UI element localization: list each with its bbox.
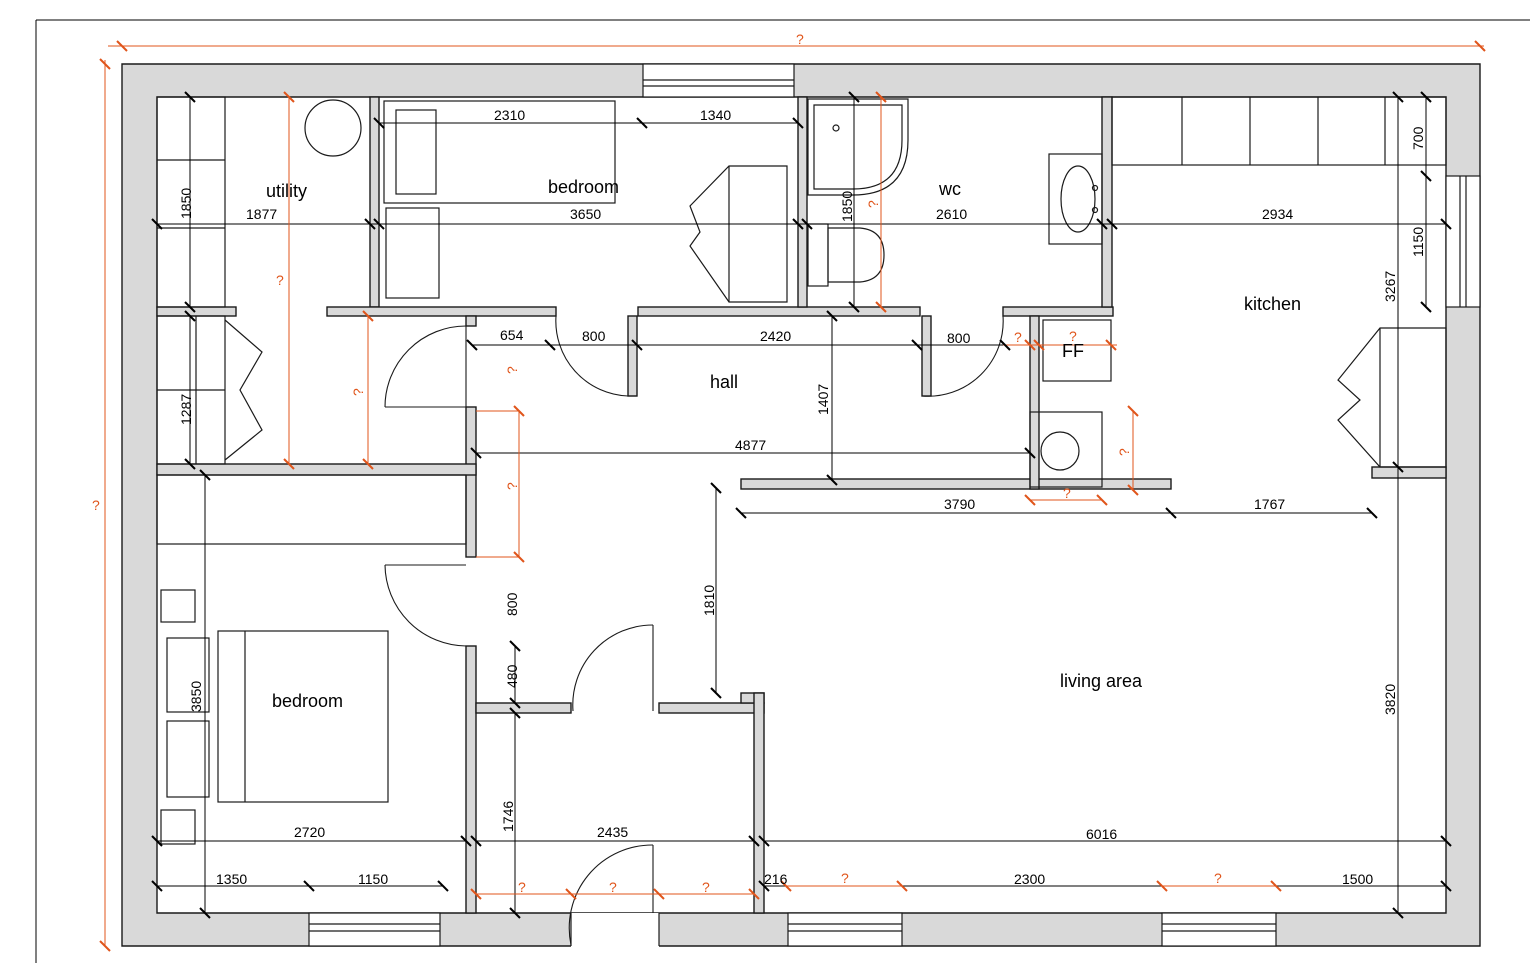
dim-utility-1850: 1850 bbox=[178, 188, 194, 219]
doors bbox=[384, 315, 1004, 946]
dim-utility-q: ? bbox=[276, 272, 284, 288]
dim-wc-q: ? bbox=[865, 200, 881, 208]
dim-bedroom-3650: 3650 bbox=[570, 206, 601, 222]
dim-ff-q: ? bbox=[1069, 328, 1077, 344]
dim-living-3790: 3790 bbox=[944, 496, 975, 512]
dim-bottom-q2: ? bbox=[1214, 870, 1222, 886]
dim-kitchen-700: 700 bbox=[1410, 126, 1426, 150]
dim-entry-q2: ? bbox=[609, 879, 617, 895]
room-label-wc: wc bbox=[938, 179, 961, 199]
dim-entry-q1: ? bbox=[518, 879, 526, 895]
fridge-freezer bbox=[1042, 319, 1112, 382]
dim-entry-q3: ? bbox=[702, 879, 710, 895]
room-label-bedroom-top: bedroom bbox=[548, 177, 619, 197]
wardrobe-bottom bbox=[156, 474, 467, 545]
label-ff: FF bbox=[1062, 341, 1084, 361]
kitchen-worktop bbox=[1111, 96, 1447, 166]
dim-cupboard-1287: 1287 bbox=[178, 394, 194, 425]
dim-kitchen-2934: 2934 bbox=[1262, 206, 1293, 222]
room-label-bedroom-bottom: bedroom bbox=[272, 691, 343, 711]
window-bottom-living-1 bbox=[787, 912, 903, 947]
dim-bedroom-1350: 1350 bbox=[216, 871, 247, 887]
dim-hall-4877: 4877 bbox=[735, 437, 766, 453]
dim-hall-800-right: 800 bbox=[947, 330, 971, 346]
dimension-labels: ? ? 1850 1877 ? 3650 2310 1340 2610 1850… bbox=[92, 31, 1426, 895]
dim-hall-800-left: 800 bbox=[582, 328, 606, 344]
room-labels: utility bedroom wc kitchen hall FF bedro… bbox=[266, 177, 1301, 711]
room-label-living-area: living area bbox=[1060, 671, 1143, 691]
dim-living-3820: 3820 bbox=[1382, 684, 1398, 715]
dim-washer-q-v: ? bbox=[1116, 448, 1132, 456]
washing-machine bbox=[1029, 411, 1103, 488]
dim-wc-1850: 1850 bbox=[839, 191, 855, 222]
dim-bottom-216: 216 bbox=[764, 871, 788, 887]
room-label-utility: utility bbox=[266, 181, 307, 201]
dim-entry-1746: 1746 bbox=[500, 801, 516, 832]
window-right bbox=[1445, 175, 1481, 308]
page-frame bbox=[35, 19, 1530, 963]
fixtures bbox=[156, 96, 1447, 845]
dim-hall-q-right: ? bbox=[1014, 329, 1022, 345]
dim-overall-height: ? bbox=[92, 497, 100, 513]
dim-bed-1340: 1340 bbox=[700, 107, 731, 123]
dim-entry-2435: 2435 bbox=[597, 824, 628, 840]
dim-kitchen-1150: 1150 bbox=[1410, 227, 1426, 257]
window-bottom-living-2 bbox=[1161, 912, 1277, 947]
dim-living-6016: 6016 bbox=[1086, 826, 1117, 842]
walls bbox=[121, 63, 1481, 947]
dim-bedroom-2720: 2720 bbox=[294, 824, 325, 840]
dim-hall-q-a: ? bbox=[504, 366, 520, 374]
dim-kitchen-3267: 3267 bbox=[1382, 271, 1398, 302]
dim-hall-480: 480 bbox=[504, 664, 520, 688]
dimension-ticks bbox=[99, 40, 1486, 952]
dim-hall-q-b: ? bbox=[504, 482, 520, 490]
unknown-dimension-lines bbox=[104, 45, 1484, 946]
kitchen-cupboard bbox=[1337, 327, 1447, 468]
bed-top bbox=[383, 100, 616, 204]
outer-wall bbox=[121, 63, 1481, 947]
toilet-cistern bbox=[807, 223, 829, 287]
dim-bottom-q1: ? bbox=[841, 870, 849, 886]
dim-living-1810: 1810 bbox=[701, 585, 717, 616]
dim-bottom-1500: 1500 bbox=[1342, 871, 1373, 887]
shower-tray bbox=[807, 98, 909, 196]
boiler bbox=[304, 99, 362, 157]
dim-living-1767: 1767 bbox=[1254, 496, 1285, 512]
dim-hall-654: 654 bbox=[500, 327, 524, 343]
dim-bottom-2300: 2300 bbox=[1014, 871, 1045, 887]
toilet-bowl bbox=[827, 227, 885, 283]
room-label-kitchen: kitchen bbox=[1244, 294, 1301, 314]
bed-bottom bbox=[217, 630, 389, 803]
window-bottom-bedroom bbox=[308, 912, 441, 947]
dim-bed-2310: 2310 bbox=[494, 107, 525, 123]
dim-washer-q-h: ? bbox=[1063, 485, 1071, 501]
basin-unit bbox=[1048, 153, 1103, 245]
dim-overall-width: ? bbox=[796, 31, 804, 47]
dim-hall-1407: 1407 bbox=[815, 384, 831, 415]
dim-utility-q-mid: ? bbox=[350, 388, 366, 396]
dim-bedroom-3850: 3850 bbox=[188, 681, 204, 712]
room-label-hall: hall bbox=[710, 372, 738, 392]
dim-wc-2610: 2610 bbox=[936, 206, 967, 222]
dim-hall-2420: 2420 bbox=[760, 328, 791, 344]
wardrobe-top bbox=[689, 165, 788, 303]
dim-utility-1877: 1877 bbox=[246, 206, 277, 222]
front-door-opening bbox=[571, 913, 659, 947]
dim-bedroom-1150: 1150 bbox=[358, 871, 388, 887]
dim-hall-800-vert: 800 bbox=[504, 592, 520, 616]
dimension-lines bbox=[157, 97, 1446, 913]
